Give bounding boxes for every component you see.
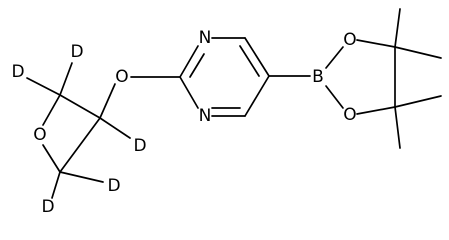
atom-o-boronate-top: O [343, 30, 356, 50]
bond-methyl-2 [394, 46, 442, 59]
bond-c3-ch2a [59, 94, 101, 119]
bond-c3-d [99, 117, 131, 139]
bond-ch2b-d-down [51, 171, 61, 199]
bond-b-o-top [325, 46, 344, 69]
bond-ch2a-d-left [26, 77, 61, 96]
bond-b-o-bottom [325, 85, 344, 109]
atom-n-top: N [199, 28, 212, 48]
bond-methyl-3 [394, 95, 442, 108]
bonds [26, 8, 442, 199]
atom-d-1: D [11, 62, 24, 82]
bond-methyl-1 [394, 8, 401, 48]
bond-c6-c5-double [239, 45, 260, 77]
bond-c5-c4 [244, 75, 270, 117]
bond-c2-n1-double [189, 53, 205, 78]
atom-d-5: D [41, 197, 54, 217]
atom-d-4: D [107, 176, 120, 196]
bond-ch2b-d-right [59, 171, 104, 183]
atom-d-2: D [70, 42, 83, 62]
bond-methyl-4 [394, 106, 401, 149]
bond-ch2a-d-up [59, 62, 73, 96]
bond-o-bottom-c [356, 106, 396, 115]
structure-canvas: N N O O B O O D D D D D [11, 8, 442, 217]
atom-labels: N N O O B O O D D D D D [11, 28, 356, 217]
bond-o-c3 [99, 83, 116, 119]
atom-o-boronate-bottom: O [343, 105, 356, 125]
bond-o-top-c [356, 39, 396, 48]
atom-n-bottom: N [199, 106, 212, 126]
atom-o-ether: O [115, 67, 128, 87]
bond-ch2a-o [42, 94, 61, 126]
bond-n3-c2 [179, 76, 199, 109]
bond-ch2b-c3 [59, 117, 101, 173]
bond-c2-n1 [179, 45, 199, 78]
bond-o-ch2b [42, 144, 61, 173]
atom-o-oxetane: O [33, 125, 46, 145]
bond-c6-c5 [244, 37, 270, 77]
atom-boron: B [312, 67, 324, 87]
chemical-structure: N N O O B O O D D D D D [11, 8, 442, 217]
atom-d-3: D [133, 136, 146, 156]
